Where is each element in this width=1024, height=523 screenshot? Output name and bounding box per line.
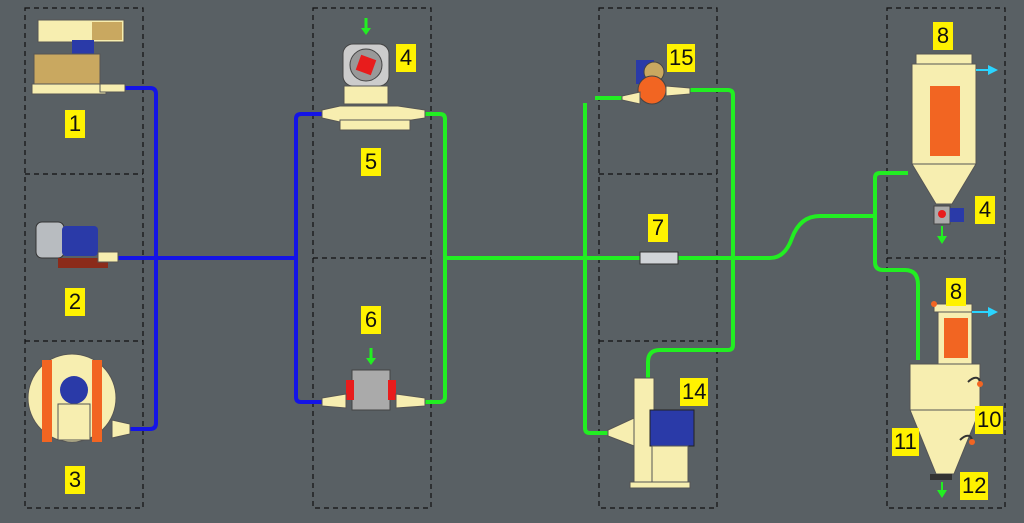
label-feeder-rotary: 6 (361, 306, 381, 334)
fan-motor (60, 376, 88, 404)
feeder-body (351, 369, 391, 411)
airlock-venturi-assembly (321, 18, 426, 131)
pressure-lines (118, 86, 322, 431)
panel-blowers (24, 7, 144, 509)
conveying-pipe-bypass (583, 103, 610, 435)
arrow-down-icon (937, 490, 947, 498)
receiver-cone (911, 163, 977, 205)
label-blower-roots: 1 (65, 110, 85, 138)
vacuum-pump (621, 60, 691, 105)
rotary-valve-hub (355, 54, 377, 76)
cyclone-cone (909, 409, 981, 475)
arrow-right-icon (988, 65, 998, 75)
arrow-down-icon (366, 358, 376, 365)
arrow-down-icon (361, 28, 371, 35)
blower-motor (72, 40, 94, 54)
feeder-flange-right (388, 380, 396, 400)
feeder-outlet (395, 393, 426, 409)
fan-outlet (111, 419, 131, 439)
pressure-pipe-to-6 (294, 258, 322, 404)
roots-blower (31, 19, 126, 95)
label-cyclone-body: 11 (892, 428, 919, 456)
return-fan (607, 377, 695, 489)
conveying-pipe-lower-receiver (873, 216, 920, 360)
label-pump-motor: 15 (667, 44, 696, 72)
pump-body (637, 75, 667, 105)
blower-motor (62, 226, 98, 256)
discharge-motor (950, 208, 964, 222)
arrow-right-icon (988, 307, 998, 317)
conveying-pipe-feeders (425, 112, 447, 404)
blower-outlet (97, 251, 119, 263)
label-cyclone-outlet: 12 (960, 472, 989, 500)
centrifugal-fan (27, 353, 131, 443)
fan-frame-right (92, 360, 102, 442)
cyclone-outlet-gate (930, 474, 952, 480)
label-fan-centrifugal: 3 (65, 466, 85, 494)
rotary-feeder (321, 348, 426, 411)
blower-base (31, 83, 107, 95)
side-channel-blower (35, 221, 119, 268)
cyclone-filter-element (944, 318, 968, 358)
fan-skid (629, 481, 691, 489)
cyclone-filter-valve (931, 301, 937, 307)
conveying-pipe-main (445, 214, 875, 260)
fan-pedestal (57, 403, 91, 441)
venturi-base (339, 119, 411, 131)
pump-inlet (621, 91, 641, 105)
pump-outlet (665, 85, 691, 97)
cyclone-barrel (909, 363, 981, 411)
fan-motor (649, 409, 695, 447)
level-sensor-lower-tip (969, 439, 975, 445)
arrow-down-icon (937, 236, 947, 244)
blower-outlet (99, 83, 126, 93)
fan-inlet-cone (607, 417, 635, 447)
receiver-lid (915, 53, 973, 65)
label-filter-top: 8 (933, 22, 953, 50)
blower-motor-fins (92, 22, 122, 40)
cyclone-receiver (909, 301, 998, 498)
conveying-pipe-15-to-14 (646, 88, 735, 378)
blower-housing (35, 221, 65, 259)
label-feeder-venturi: 5 (361, 148, 381, 176)
conveying-pipe-upper-receiver (873, 171, 908, 216)
fan-stand (651, 445, 689, 483)
feeder-inlet (321, 393, 347, 409)
sight-glass (639, 251, 679, 265)
blower-enclosure (33, 53, 101, 85)
label-airlock-bottom: 4 (975, 196, 995, 224)
label-fan-return: 14 (680, 378, 709, 406)
label-blower-side-channel: 2 (65, 288, 85, 316)
venturi-hopper (343, 85, 389, 105)
pressure-pipe-to-5 (294, 112, 322, 258)
label-airlock-top: 4 (396, 44, 416, 72)
level-sensor-upper-tip (977, 381, 983, 387)
label-filter-bottom: 8 (946, 278, 966, 306)
receiver-filter (930, 86, 960, 156)
feeder-flange-left (346, 380, 354, 400)
venturi-nozzle (321, 105, 426, 123)
label-pipe-sight-glass: 7 (648, 214, 668, 242)
blower-base (58, 258, 108, 268)
label-cyclone-inlet: 10 (975, 406, 1004, 434)
discharge-valve-hub (938, 210, 946, 218)
fan-frame-left (42, 360, 52, 442)
filter-receiver-top (911, 53, 998, 244)
